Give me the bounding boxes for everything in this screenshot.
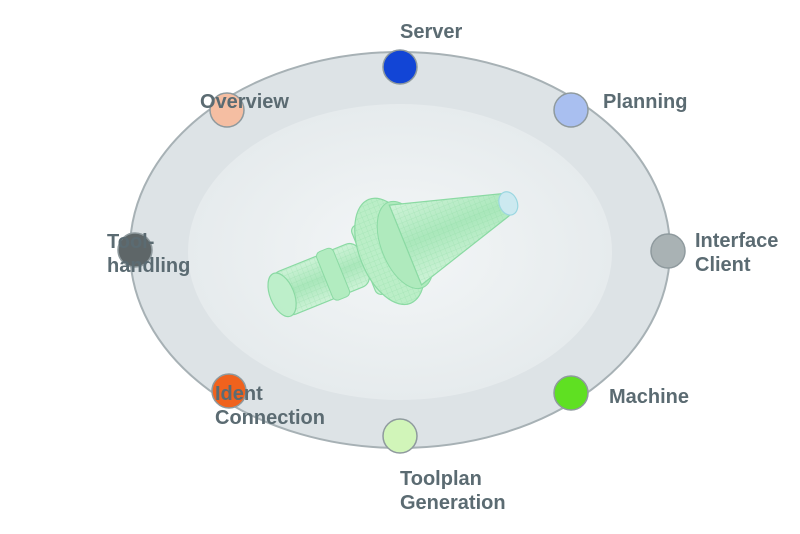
toolhandling-label-line: Tool- (107, 231, 155, 253)
ident-connection-label-line: Connection (215, 407, 325, 429)
toolhandling-node (117, 232, 153, 268)
machine-label-line: Machine (609, 386, 690, 408)
interface-client-node (650, 233, 686, 269)
machine-label: Machine (609, 385, 689, 409)
toolplan-generation-label-line: Generation (400, 492, 506, 514)
ident-connection-label-line: Ident (215, 383, 263, 405)
toolhandling-label-line: handling (107, 255, 191, 277)
tool-holder-wireframe (267, 191, 519, 318)
planning-node (553, 92, 589, 128)
overview-label: Overview (200, 90, 289, 114)
server-label: Server (400, 20, 462, 44)
overview-node (209, 92, 245, 128)
machine-node (553, 375, 589, 411)
planning-label: Planning (603, 90, 687, 114)
server-node (382, 49, 418, 85)
interface-client-label-line: Interface (695, 230, 779, 252)
overview-label-line: Overview (200, 91, 289, 113)
ident-connection-node (211, 373, 247, 409)
toolplan-generation-node (382, 418, 418, 454)
interface-client-label-line: Client (695, 254, 751, 276)
toolplan-generation-label-line: Toolplan (400, 468, 482, 490)
server-label-line: Server (400, 21, 463, 43)
toolhandling-label: Tool-handling (107, 230, 190, 278)
planning-label-line: Planning (603, 91, 688, 113)
